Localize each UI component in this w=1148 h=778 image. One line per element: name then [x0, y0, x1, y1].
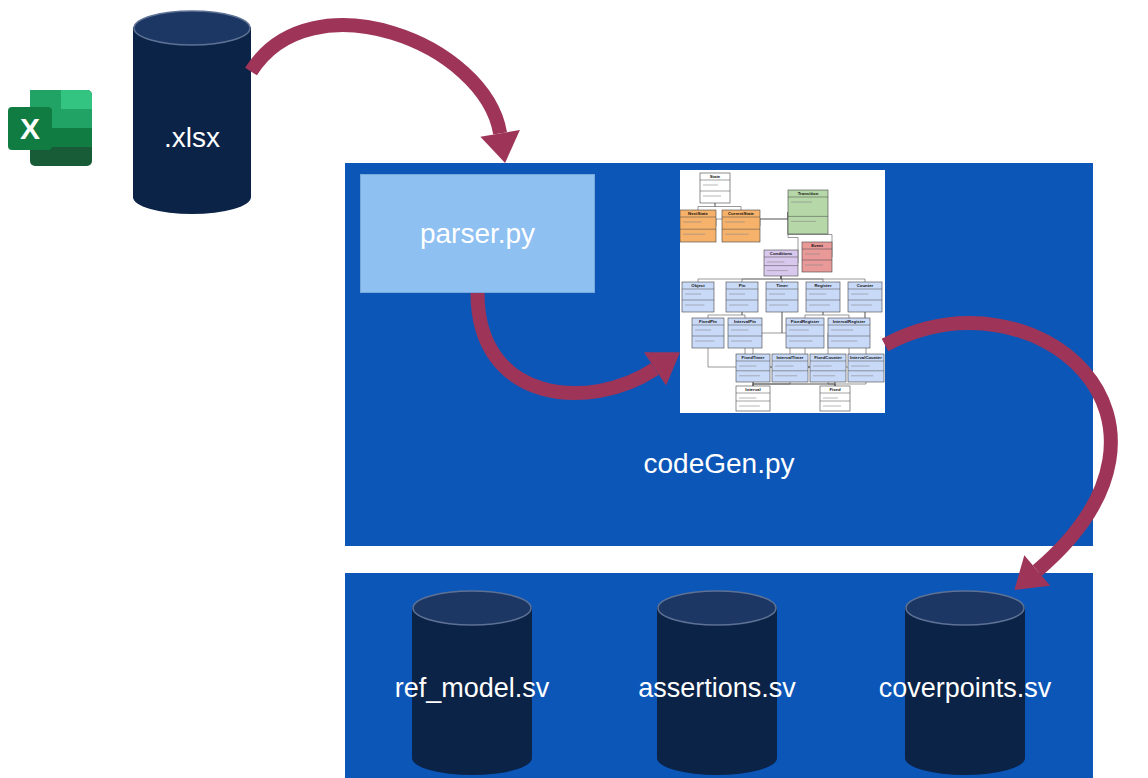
output-cylinder: assertions.sv — [622, 590, 812, 776]
cylinder-shape — [133, 10, 251, 215]
class-name: IntervalPin — [728, 319, 762, 324]
class-name: Fixed — [820, 387, 850, 392]
arrow-head — [644, 352, 680, 385]
class-name: FixedCounter — [810, 355, 846, 360]
class-name: Register — [806, 283, 840, 288]
uml-class — [848, 282, 882, 312]
class-name: FixedTimer — [736, 355, 770, 360]
class-name: CurrentState — [722, 211, 760, 216]
uml-class — [728, 318, 762, 348]
module-name: parser.py — [420, 218, 535, 250]
class-name: Object — [682, 283, 714, 288]
uml-class — [692, 318, 724, 348]
uml-class — [736, 354, 770, 382]
uml-class — [772, 354, 808, 382]
uml-link — [828, 382, 835, 386]
file-name: ref_model.sv — [395, 671, 550, 705]
class-name: State — [700, 174, 730, 179]
class-name: Conditions — [764, 251, 798, 256]
class-name: Counter — [848, 283, 882, 288]
uml-class — [786, 318, 824, 348]
output-cylinder: coverpoints.sv — [870, 590, 1060, 776]
class-name: Event — [802, 243, 832, 248]
uml-class — [726, 282, 758, 312]
class-name: IntervalCounter — [848, 355, 884, 360]
arrow-head — [1014, 555, 1050, 590]
arrow-head — [480, 130, 519, 163]
uml-link — [708, 312, 742, 318]
class-name: IntervalRegister — [828, 319, 870, 324]
uml-class — [820, 386, 850, 411]
class-diagram: StateNextState CurrentState TransitionEven… — [680, 170, 885, 413]
uml-link — [781, 276, 865, 282]
class-name: Pin — [726, 283, 758, 288]
output-cylinder: ref_model.sv — [377, 590, 567, 776]
uml-class — [810, 354, 846, 382]
class-name: IntervalTimer — [772, 355, 808, 360]
uml-class — [788, 190, 828, 234]
uml-link — [698, 276, 781, 282]
uml-class — [766, 282, 798, 312]
codegen-panel: codeGen.py parser.py StateNextState Current… — [345, 163, 1093, 546]
uml-drawing — [680, 170, 885, 413]
uml-link — [823, 312, 849, 318]
excel-icon — [8, 90, 92, 166]
uml-class — [848, 354, 884, 382]
uml-link — [742, 312, 745, 318]
source-cylinder: .xlsx — [133, 10, 251, 215]
flow-arrow — [478, 293, 681, 393]
uml-class — [828, 318, 870, 348]
panel-title: codeGen.py — [345, 447, 1093, 481]
class-name: NextState — [680, 211, 716, 216]
flow-arrow — [885, 323, 1111, 590]
class-name: Transition — [788, 191, 828, 196]
class-name: FixedPin — [692, 319, 724, 324]
file-name: .xlsx — [164, 121, 220, 155]
class-name: Timer — [766, 283, 798, 288]
class-name: Interval — [736, 387, 770, 392]
flow-arrow — [251, 25, 520, 163]
class-name: FixedRegister — [786, 319, 824, 324]
uml-link — [753, 382, 835, 386]
uml-class — [700, 173, 730, 203]
uml-link — [753, 382, 866, 386]
uml-class — [764, 250, 798, 276]
uml-class — [682, 282, 714, 312]
arrow-shaft — [478, 293, 656, 393]
uml-link — [698, 203, 715, 210]
arrow-shaft — [251, 25, 500, 133]
arrow-shaft — [885, 323, 1111, 570]
uml-class — [802, 242, 832, 272]
uml-class — [806, 282, 840, 312]
uml-class — [680, 210, 716, 242]
output-panel — [345, 573, 1093, 778]
file-name: coverpoints.sv — [879, 671, 1052, 705]
uml-link — [742, 276, 781, 282]
uml-link — [715, 203, 741, 210]
uml-link — [805, 312, 823, 318]
excel-letter: X — [8, 107, 52, 150]
file-name: assertions.sv — [638, 671, 796, 705]
uml-class — [736, 386, 770, 411]
parser-box: parser.py — [360, 174, 595, 293]
uml-class — [722, 210, 760, 242]
